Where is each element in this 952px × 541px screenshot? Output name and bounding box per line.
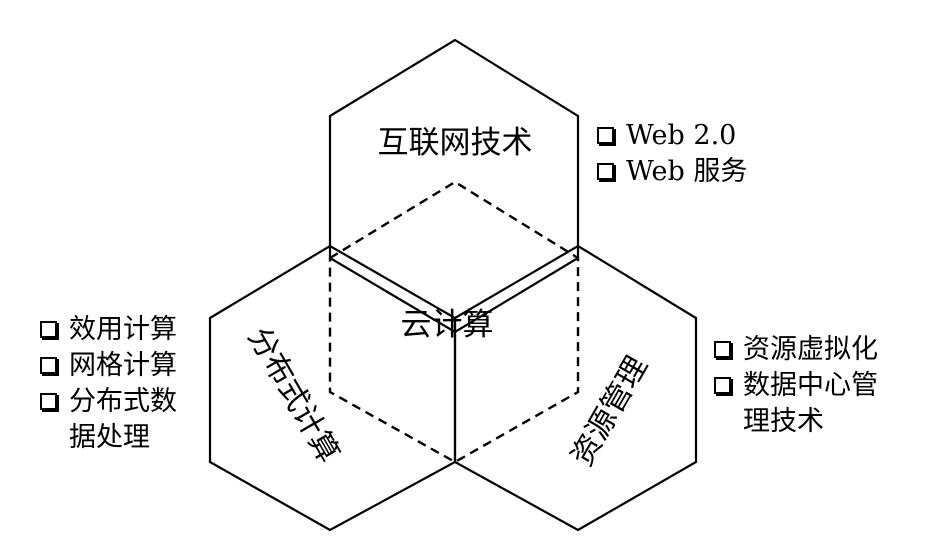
resource-management-label: 资源管理 bbox=[565, 351, 655, 472]
cloud-computing-label: 云计算 bbox=[401, 307, 494, 343]
list-item: Web 服务 bbox=[595, 154, 747, 190]
list-item: 效用计算 bbox=[38, 312, 177, 348]
internet-tech-hexagon bbox=[328, 38, 580, 334]
list-item: Web 2.0 bbox=[595, 118, 747, 154]
list-item-text: 效用计算 bbox=[69, 312, 177, 348]
list-item-line: 网格计算 bbox=[69, 350, 177, 381]
list-item: 分布式数据处理 bbox=[38, 384, 177, 456]
checkbox-square-icon bbox=[714, 377, 731, 394]
cloud-computing-hexagon bbox=[328, 180, 580, 464]
checkbox-square-icon bbox=[597, 127, 614, 144]
resource-management-list: 资源虚拟化数据中心管理技术 bbox=[712, 332, 878, 440]
list-item-line: 资源虚拟化 bbox=[743, 334, 878, 365]
list-item-line: 理技术 bbox=[743, 406, 824, 437]
list-item-line: 数据中心管 bbox=[743, 370, 878, 401]
checkbox-square-icon bbox=[40, 357, 57, 374]
resource-management-hexagon bbox=[453, 244, 698, 532]
checkbox-square-icon bbox=[714, 341, 731, 358]
list-item-line: 分布式数 bbox=[69, 386, 177, 417]
list-item-line: 据处理 bbox=[69, 422, 150, 453]
list-item-line: Web 服务 bbox=[626, 156, 748, 187]
list-item: 网格计算 bbox=[38, 348, 177, 384]
list-item-text: 资源虚拟化 bbox=[743, 332, 878, 368]
list-item-text: Web 2.0 bbox=[626, 118, 736, 154]
checkbox-square-icon bbox=[40, 393, 57, 410]
list-item-text: 网格计算 bbox=[69, 348, 177, 384]
checkbox-square-icon bbox=[40, 321, 57, 338]
list-item-text: 数据中心管理技术 bbox=[743, 368, 878, 440]
list-item: 资源虚拟化 bbox=[712, 332, 878, 368]
list-item-line: Web 2.0 bbox=[626, 120, 737, 151]
list-item-line: 效用计算 bbox=[69, 314, 177, 345]
list-item-text: 分布式数据处理 bbox=[69, 384, 177, 456]
distributed-computing-hexagon bbox=[208, 244, 457, 532]
internet-tech-label: 互联网技术 bbox=[378, 125, 533, 161]
distributed-computing-list: 效用计算网格计算分布式数据处理 bbox=[38, 312, 177, 456]
list-item: 数据中心管理技术 bbox=[712, 368, 878, 440]
checkbox-square-icon bbox=[597, 163, 614, 180]
list-item-text: Web 服务 bbox=[626, 154, 747, 190]
